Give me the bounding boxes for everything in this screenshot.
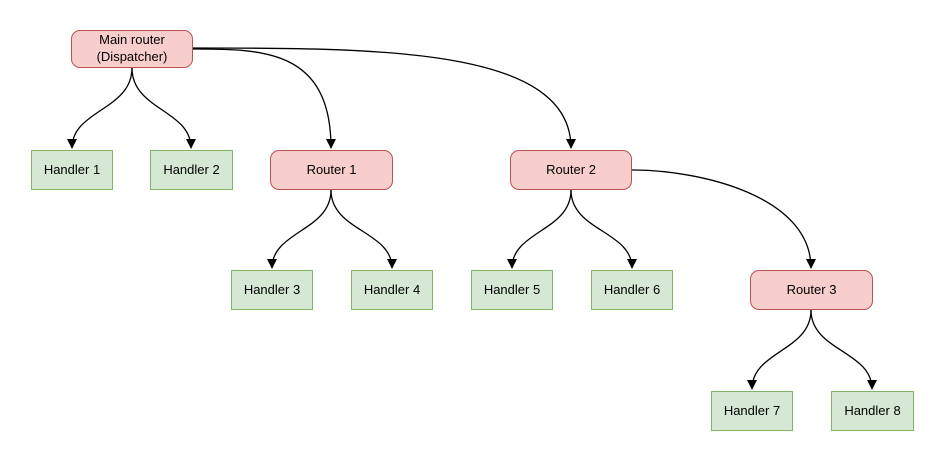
edge-router-2-to-router-3 <box>631 169 816 269</box>
node-handler-6: Handler 6 <box>591 270 673 310</box>
edge-router-2-to-handler-5 <box>507 189 572 269</box>
edge-router-1-to-handler-4 <box>330 189 397 269</box>
node-router-1: Router 1 <box>270 150 393 190</box>
node-handler-8: Handler 8 <box>831 391 914 431</box>
edge-main-router-to-router-1 <box>192 48 336 149</box>
edge-main-router-to-router-2 <box>192 47 576 149</box>
node-router-3: Router 3 <box>750 270 873 310</box>
edge-main-router-to-handler-2 <box>131 67 196 149</box>
node-handler-7: Handler 7 <box>711 391 793 431</box>
node-handler-3: Handler 3 <box>231 270 313 310</box>
node-handler-5: Handler 5 <box>471 270 553 310</box>
node-handler-1: Handler 1 <box>31 150 113 190</box>
edge-router-3-to-handler-7 <box>747 309 812 390</box>
edge-router-1-to-handler-3 <box>267 189 332 269</box>
node-handler-4: Handler 4 <box>351 270 433 310</box>
node-handler-2: Handler 2 <box>150 150 233 190</box>
edge-main-router-to-handler-1 <box>67 67 133 149</box>
edge-router-3-to-handler-8 <box>810 309 877 390</box>
edge-router-2-to-handler-6 <box>570 189 637 269</box>
node-router-2: Router 2 <box>510 150 632 190</box>
node-main-router: Main router (Dispatcher) <box>71 30 193 68</box>
